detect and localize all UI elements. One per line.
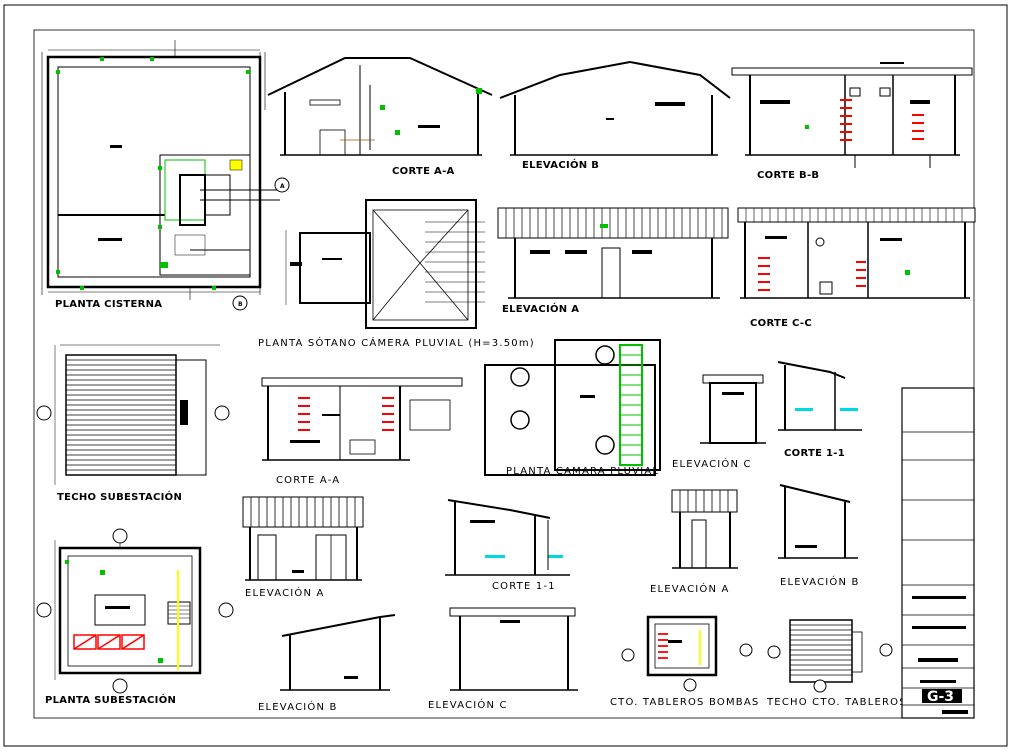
- corte-aa-top-title: CORTE A-A: [392, 166, 455, 177]
- elevacion-a-low-drawing: [242, 496, 364, 581]
- elevacion-c-mid-drawing: [700, 374, 766, 444]
- elevacion-c-mid-title: ELEVACIÓN C: [672, 457, 752, 470]
- corte-11-mid-title: CORTE 1-1: [784, 448, 845, 459]
- corte-bb-drawing: [731, 62, 973, 168]
- corte-11-low-drawing: [445, 499, 570, 576]
- planta-subestacion-title: PLANTA SUBESTACIÓN: [45, 693, 176, 706]
- planta-sotano-title: PLANTA SÓTANO CÁMERA PLUVIAL (H=3.50m): [258, 336, 535, 349]
- cto-tableros-bombas-title: CTO. TABLEROS BOMBAS: [610, 697, 759, 708]
- corte-aa-mid-title: CORTE A-A: [276, 475, 340, 486]
- sheet-number-box: [922, 689, 962, 703]
- elevacion-a-low-title: ELEVACIÓN A: [245, 586, 325, 599]
- techo-cto-tableros-drawing: [767, 619, 893, 693]
- grid-mark-b-1: B: [238, 301, 243, 308]
- techo-subestacion-drawing: [36, 344, 230, 485]
- corte-aa-top-drawing: [267, 57, 493, 156]
- sheet-number: G-3: [927, 689, 954, 705]
- elevacion-b-right-drawing: [778, 484, 858, 559]
- elevacion-b-top-title: ELEVACIÓN B: [522, 158, 599, 171]
- elevacion-b-top-drawing: [499, 60, 731, 156]
- planta-camara-pluvial-drawing: [484, 339, 661, 476]
- elevacion-c-bottom-drawing: [449, 607, 578, 691]
- outer-border: [3, 4, 1008, 747]
- planta-sotano-drawing: [285, 199, 485, 329]
- inner-border: [33, 29, 975, 719]
- corte-aa-mid-drawing: [261, 377, 463, 461]
- corte-bb-title: CORTE B-B: [757, 170, 819, 181]
- planta-cisterna-drawing: [41, 40, 290, 311]
- grid-mark-a-1: A: [280, 183, 285, 190]
- corte-11-mid-drawing: [777, 361, 862, 431]
- corte-11-low-title: CORTE 1-1: [492, 581, 556, 592]
- elevacion-b-bottom-drawing: [280, 614, 396, 691]
- planta-subestacion-drawing: [36, 528, 234, 694]
- elevacion-b-right-title: ELEVACIÓN B: [780, 575, 860, 588]
- planta-camara-pluvial-title: PLANTA CAMARA PLUVIAL: [506, 466, 659, 477]
- techo-cto-tableros-title: TECHO CTO. TABLEROS: [766, 697, 907, 708]
- cto-tableros-bombas-drawing: [621, 615, 753, 692]
- elevacion-c-bottom-title: ELEVACIÓN C: [428, 698, 508, 711]
- elevacion-a-right-drawing: [671, 489, 738, 569]
- techo-subestacion-title: TECHO SUBESTACIÓN: [57, 490, 182, 503]
- corte-cc-title: CORTE C-C: [750, 318, 812, 329]
- corte-cc-drawing: [737, 207, 976, 299]
- elevacion-a-top-drawing: [497, 207, 729, 299]
- planta-cisterna-title: PLANTA CISTERNA: [55, 299, 162, 310]
- elevacion-a-right-title: ELEVACIÓN A: [650, 582, 730, 595]
- elevacion-a-top-title: ELEVACIÓN A: [502, 302, 579, 315]
- elevacion-b-bottom-title: ELEVACIÓN B: [258, 700, 338, 713]
- title-block: [901, 387, 975, 719]
